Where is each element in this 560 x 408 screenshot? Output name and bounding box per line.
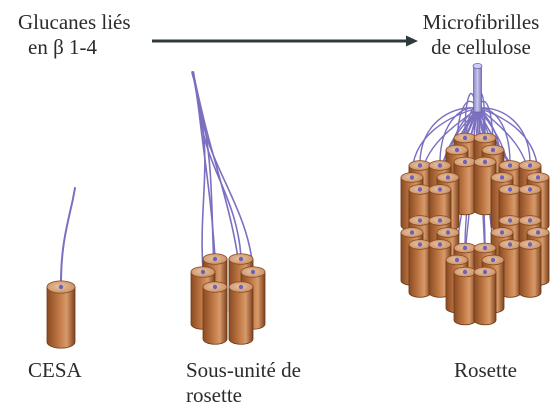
sous-unite-label-line1: Sous-unité de — [186, 358, 301, 383]
cesa-cylinder — [474, 267, 496, 325]
microfibril-tip — [473, 63, 482, 68]
microfibril-stalk — [474, 66, 482, 112]
cesa-cylinder — [229, 282, 253, 345]
microfibrilles-label-line2: de cellulose — [420, 35, 542, 60]
glucanes-label: Glucanes liés en β 1-4 — [18, 10, 131, 60]
cesa-unit — [47, 188, 75, 348]
glucan-chain — [194, 72, 242, 285]
rosette — [401, 63, 549, 324]
glucan-chain — [192, 72, 215, 257]
glucan-chain — [61, 188, 75, 283]
glucanes-label-line2: en β 1-4 — [18, 35, 131, 60]
sous-unite-label-line2: rosette — [186, 383, 301, 408]
rosette-label: Rosette — [454, 358, 517, 383]
sous-unite-label: Sous-unité de rosette — [186, 358, 301, 408]
cesa-cylinder — [519, 240, 541, 298]
microfibrilles-label-line1: Microfibrilles — [420, 10, 542, 35]
cesa-cylinder — [409, 240, 431, 298]
cesa-label: CESA — [28, 358, 82, 383]
cesa-cylinder — [47, 281, 75, 348]
cesa-cylinder — [203, 282, 227, 345]
rosette-subunit — [191, 72, 265, 344]
microfibrilles-label: Microfibrilles de cellulose — [420, 10, 542, 60]
process-arrow — [152, 36, 418, 47]
cesa-cylinder — [454, 267, 476, 325]
glucanes-label-line1: Glucanes liés — [18, 10, 131, 35]
